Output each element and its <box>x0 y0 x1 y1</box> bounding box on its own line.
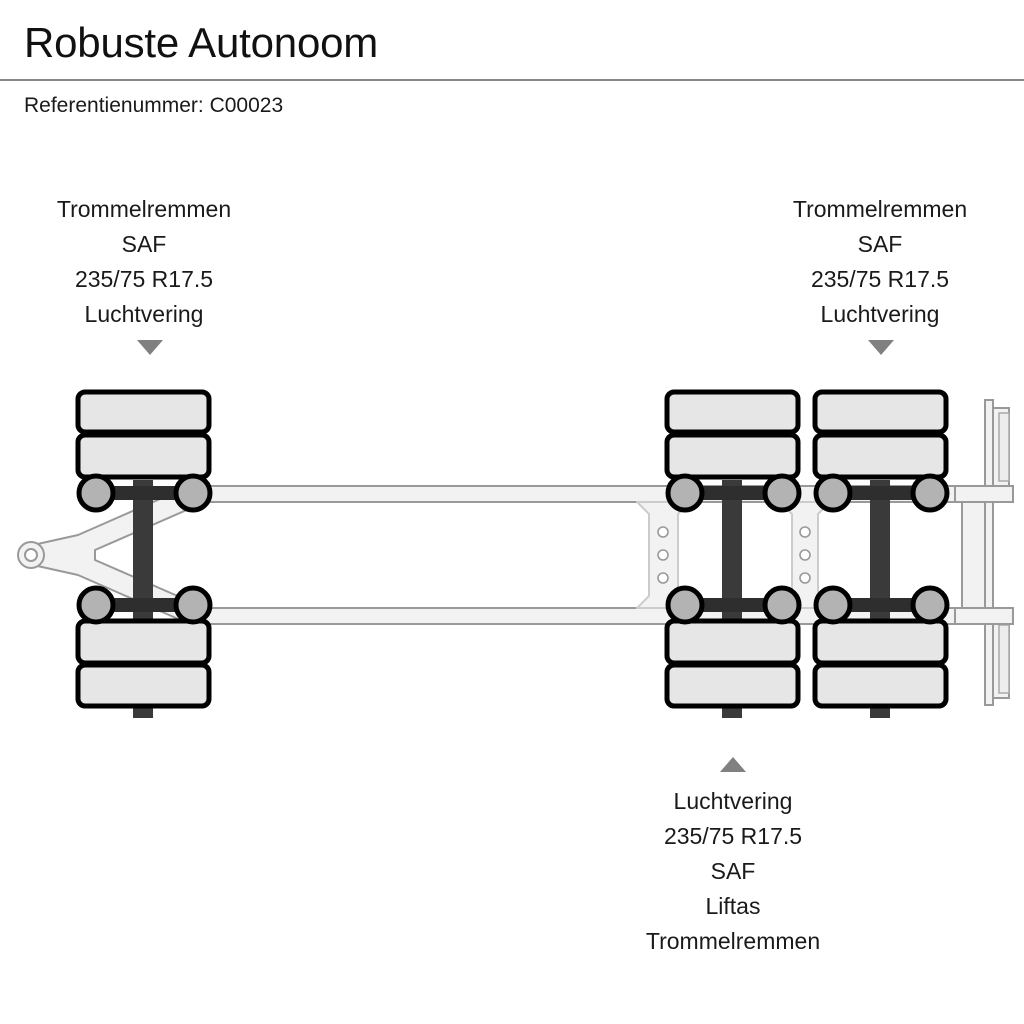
callout-front-right-line-1: Trommelremmen <box>792 196 968 222</box>
front-hub-left-top <box>76 473 116 513</box>
rear-light-right <box>998 412 1010 482</box>
callout-rear-line-5: Trommelremmen <box>645 928 821 954</box>
front-tire-outer-bottom <box>75 662 212 709</box>
front-tire-inner-top <box>75 432 212 480</box>
rear2-axle-tie-top <box>825 486 937 500</box>
rear1-hub-right-bottom <box>762 585 802 625</box>
rear-axle-1-group <box>664 389 802 718</box>
callout-front-right-line-3: 235/75 R17.5 <box>810 266 950 292</box>
callout-front-left-line-1: Trommelremmen <box>56 196 232 222</box>
header-divider <box>0 79 1024 81</box>
rear1-tire-outer-bottom <box>664 662 801 709</box>
triangle-down-icon-front-left <box>137 340 163 355</box>
front-tire-outer-top <box>75 389 212 435</box>
callout-front-right-line-2: SAF <box>857 231 903 257</box>
rear2-tire-inner-bottom <box>812 618 949 666</box>
reference-number: Referentienummer: C00023 <box>24 94 284 117</box>
callout-rear-line-2: 235/75 R17.5 <box>663 823 803 849</box>
cross-member-2-bolt-2 <box>799 549 811 561</box>
callout-rear-line-1: Luchtvering <box>673 788 793 814</box>
page-header: Robuste Autonoom <box>0 0 1024 81</box>
rear-cross-beam-bottom <box>954 607 1014 625</box>
rear2-tire-inner-top <box>812 432 949 480</box>
cross-member-2-bolt-1 <box>799 526 811 538</box>
rear1-hub-left-top <box>665 473 705 513</box>
callout-front-left-line-2: SAF <box>121 231 167 257</box>
front-hub-right-top <box>173 473 213 513</box>
rear2-hub-right-top <box>910 473 950 513</box>
callout-front-right-line-4: Luchtvering <box>820 301 940 327</box>
callout-rear-line-4: Liftas <box>705 893 761 919</box>
rear2-tire-outer-bottom <box>812 662 949 709</box>
rear1-hub-left-bottom <box>665 585 705 625</box>
rear1-tire-inner-bottom <box>664 618 801 666</box>
rear-cross-beam-top <box>954 485 1014 503</box>
triangle-up-icon-rear <box>720 757 746 772</box>
rear1-hub-right-top <box>762 473 802 513</box>
cross-member-1-bolt-1 <box>657 526 669 538</box>
rear1-axle-tie-top <box>677 486 789 500</box>
trailer-diagram <box>0 380 1024 725</box>
front-hub-right-bottom <box>173 585 213 625</box>
rear2-axle-tie-bottom <box>825 598 937 612</box>
callout-front-right: Trommelremmen SAF 235/75 R17.5 Luchtveri… <box>750 192 1010 332</box>
front-hub-left-bottom <box>76 585 116 625</box>
cross-member-1-bolt-2 <box>657 549 669 561</box>
callout-rear: Luchtvering 235/75 R17.5 SAF Liftas Trom… <box>600 784 866 959</box>
rear-light-left <box>998 624 1010 694</box>
rear2-hub-left-bottom <box>813 585 853 625</box>
rear2-hub-left-top <box>813 473 853 513</box>
tow-eye-inner <box>24 548 38 562</box>
callout-front-left-line-3: 235/75 R17.5 <box>74 266 214 292</box>
rear2-tire-outer-top <box>812 389 949 435</box>
rear2-hub-right-bottom <box>910 585 950 625</box>
front-axle-tie-top <box>88 486 200 500</box>
trailer-schematic-svg <box>17 389 1014 718</box>
cross-member-2-bolt-3 <box>799 572 811 584</box>
cross-member-1-bolt-3 <box>657 572 669 584</box>
front-axle-group <box>75 389 213 718</box>
rear-axle-2-group <box>812 389 950 718</box>
front-axle-tie-bottom <box>88 598 200 612</box>
rear1-tire-inner-top <box>664 432 801 480</box>
callout-front-left: Trommelremmen SAF 235/75 R17.5 Luchtveri… <box>14 192 274 332</box>
front-tire-inner-bottom <box>75 618 212 666</box>
callout-rear-line-3: SAF <box>710 858 756 884</box>
page-title: Robuste Autonoom <box>24 19 379 66</box>
triangle-down-icon-front-right <box>868 340 894 355</box>
rear-vertical-post <box>984 399 994 706</box>
rear1-axle-tie-bottom <box>677 598 789 612</box>
rear1-tire-outer-top <box>664 389 801 435</box>
callout-front-left-line-4: Luchtvering <box>84 301 204 327</box>
